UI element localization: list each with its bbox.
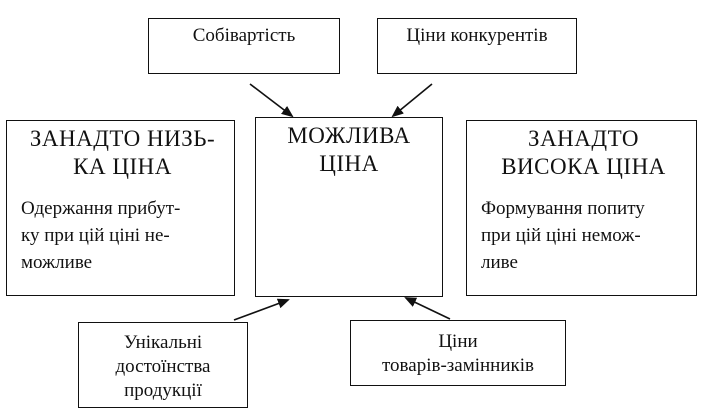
possible-price-title-line-1: МОЖЛИВА — [287, 123, 411, 148]
competitor-prices-box: Ціни конкурентів — [377, 18, 577, 74]
cost-box: Собівартість — [148, 18, 340, 74]
substitute-prices-line-1: Ціни — [438, 331, 478, 352]
arrow-substitutes-to-possible — [404, 297, 451, 320]
unique-qualities-line-1: Унікальні — [123, 332, 203, 353]
too-low-price-box: ЗАНАДТО НИЗЬ- КА ЦІНА Одержання прибут- … — [6, 120, 235, 296]
arrow-competitors-to-possible — [391, 83, 433, 118]
too-low-price-title: ЗАНАДТО НИЗЬ- КА ЦІНА — [21, 125, 224, 181]
substitute-prices-line-2: товарів-замінників — [381, 355, 534, 376]
unique-qualities-line-2: достоїнства — [115, 356, 211, 377]
too-high-price-description: Формування попиту при цій ціні немож- ли… — [481, 195, 686, 276]
arrow-cost-to-possible — [249, 83, 294, 118]
too-low-desc-line-2: ку при цій ціні не- — [21, 225, 170, 246]
too-high-desc-line-3: ливе — [481, 252, 518, 273]
too-low-title-line-2: КА ЦІНА — [73, 154, 172, 179]
too-low-price-description: Одержання прибут- ку при цій ціні не- мо… — [21, 195, 224, 276]
too-high-desc-line-2: при цій ціні немож- — [481, 225, 641, 246]
substitute-prices-box: Ціни товарів-замінників — [350, 320, 566, 386]
too-high-price-title: ЗАНАДТО ВИСОКА ЦІНА — [481, 125, 686, 181]
too-high-title-line-2: ВИСОКА ЦІНА — [501, 154, 666, 179]
possible-price-title-line-2: ЦІНА — [319, 151, 379, 176]
too-high-price-box: ЗАНАДТО ВИСОКА ЦІНА Формування попиту пр… — [466, 120, 697, 296]
too-high-title-line-1: ЗАНАДТО — [528, 126, 639, 151]
competitor-prices-label: Ціни конкурентів — [406, 25, 548, 46]
cost-label: Собівартість — [192, 25, 296, 46]
unique-qualities-line-3: продукції — [124, 380, 202, 401]
too-low-title-line-1: ЗАНАДТО НИЗЬ- — [29, 126, 216, 151]
unique-qualities-box: Унікальні достоїнства продукції — [78, 322, 248, 408]
too-high-desc-line-1: Формування попиту — [481, 198, 645, 219]
possible-price-title: МОЖЛИВА ЦІНА — [256, 122, 442, 178]
too-low-desc-line-1: Одержання прибут- — [21, 198, 181, 219]
arrow-unique-to-possible — [233, 298, 290, 321]
too-low-desc-line-3: можливе — [21, 252, 93, 273]
possible-price-box: МОЖЛИВА ЦІНА — [255, 117, 443, 297]
